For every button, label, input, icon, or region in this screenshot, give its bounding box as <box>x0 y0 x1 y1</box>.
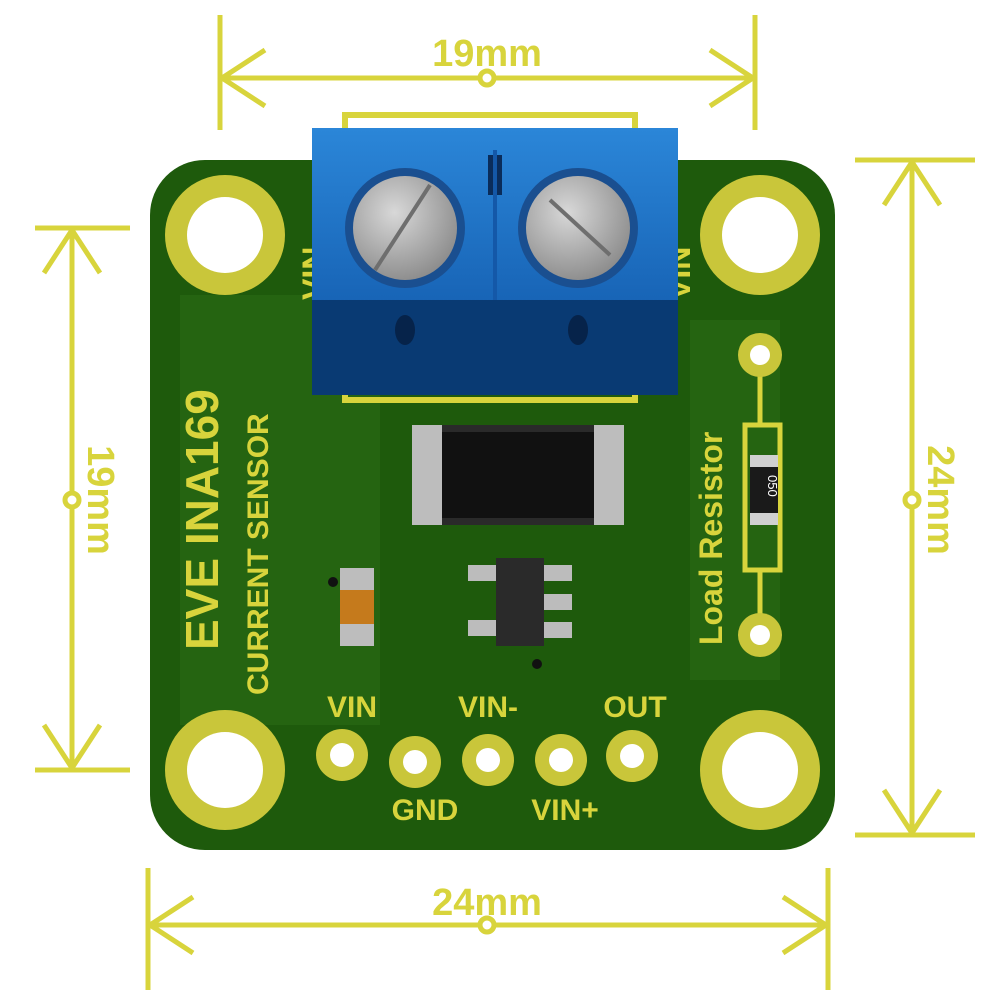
mounting-hole-top-left <box>165 175 285 295</box>
load-resistor-pad-bottom <box>738 613 782 657</box>
mounting-hole-bottom-right <box>700 710 820 830</box>
resistor-marking: 050 <box>765 475 780 497</box>
header-pin-gnd <box>389 736 441 788</box>
load-resistor-pad-top <box>738 333 782 377</box>
load-resistor-label: Load Resistor <box>693 432 729 645</box>
pin-label-vin-minus: VIN- <box>458 691 518 724</box>
pin-label-vin-plus: VIN+ <box>531 794 599 827</box>
dimension-right <box>855 157 975 838</box>
shunt-resistor <box>412 425 624 525</box>
pin-label-vin: VIN <box>327 691 377 724</box>
dimension-left-label: 19mm <box>79 445 121 555</box>
mounting-hole-top-right <box>700 175 820 295</box>
header-pin-out <box>606 730 658 782</box>
terminal-screw-left <box>345 168 465 288</box>
dimension-right-label: 24mm <box>919 445 961 555</box>
pin-label-out: OUT <box>603 691 666 724</box>
board-title: EVE INA169 <box>176 389 228 650</box>
header-pin-vin <box>316 729 368 781</box>
dimension-top <box>217 15 758 130</box>
smd-capacitor <box>328 568 374 646</box>
board-subtitle: CURRENT SENSOR <box>242 413 275 695</box>
dimension-top-label: 19mm <box>432 33 542 75</box>
dimension-left <box>35 225 130 773</box>
dimension-bottom-label: 24mm <box>432 882 542 924</box>
pin-label-gnd: GND <box>392 794 459 827</box>
mounting-hole-bottom-left <box>165 710 285 830</box>
ina169-ic <box>468 558 572 669</box>
header-pin-vin-plus <box>535 734 587 786</box>
load-resistor: 050 <box>742 355 783 635</box>
terminal-screw-right <box>518 168 638 288</box>
dimension-bottom <box>145 868 831 990</box>
header-pin-vin-minus <box>462 734 514 786</box>
